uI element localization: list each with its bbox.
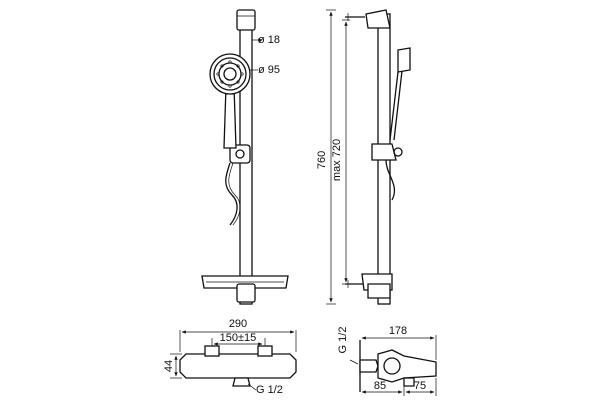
dim-height-total: 760 (316, 151, 328, 169)
slider (229, 144, 251, 164)
dim-mixer-centers: 150±15 (220, 332, 257, 344)
dim-side-offset-a: 85 (374, 380, 386, 392)
dim-inlet-thread-bottom: G 1/2 (256, 384, 283, 396)
dim-mixer-width: 290 (229, 318, 247, 330)
hand-shower-handle (223, 85, 237, 149)
dim-height-max: max 720 (331, 139, 343, 181)
side-slider (371, 143, 397, 161)
mixer-side-view: 178 G 1/2 85 75 (337, 325, 437, 396)
dim-side-offset-b: 75 (414, 380, 426, 392)
dim-mixer-height: 44 (163, 360, 175, 372)
mixer-front-view: 290 150±15 44 G 1/2 (163, 318, 297, 396)
dim-side-depth: 178 (389, 325, 407, 337)
shower-head (209, 53, 251, 95)
front-view: ø 18 ø 95 (201, 9, 289, 305)
side-view: 760 max 720 (316, 9, 411, 305)
bottom-bracket (236, 283, 256, 303)
top-bracket (236, 9, 256, 31)
dim-inlet-thread-side: G 1/2 (337, 327, 349, 354)
shower-hose (225, 162, 238, 226)
dim-head-diameter: ø 95 (258, 64, 280, 76)
side-hand-shower (397, 47, 411, 73)
mixer-side-body (377, 349, 437, 383)
mixer-body (179, 353, 297, 379)
side-top-bracket (365, 9, 391, 29)
dim-hose-diameter: ø 18 (258, 34, 280, 46)
